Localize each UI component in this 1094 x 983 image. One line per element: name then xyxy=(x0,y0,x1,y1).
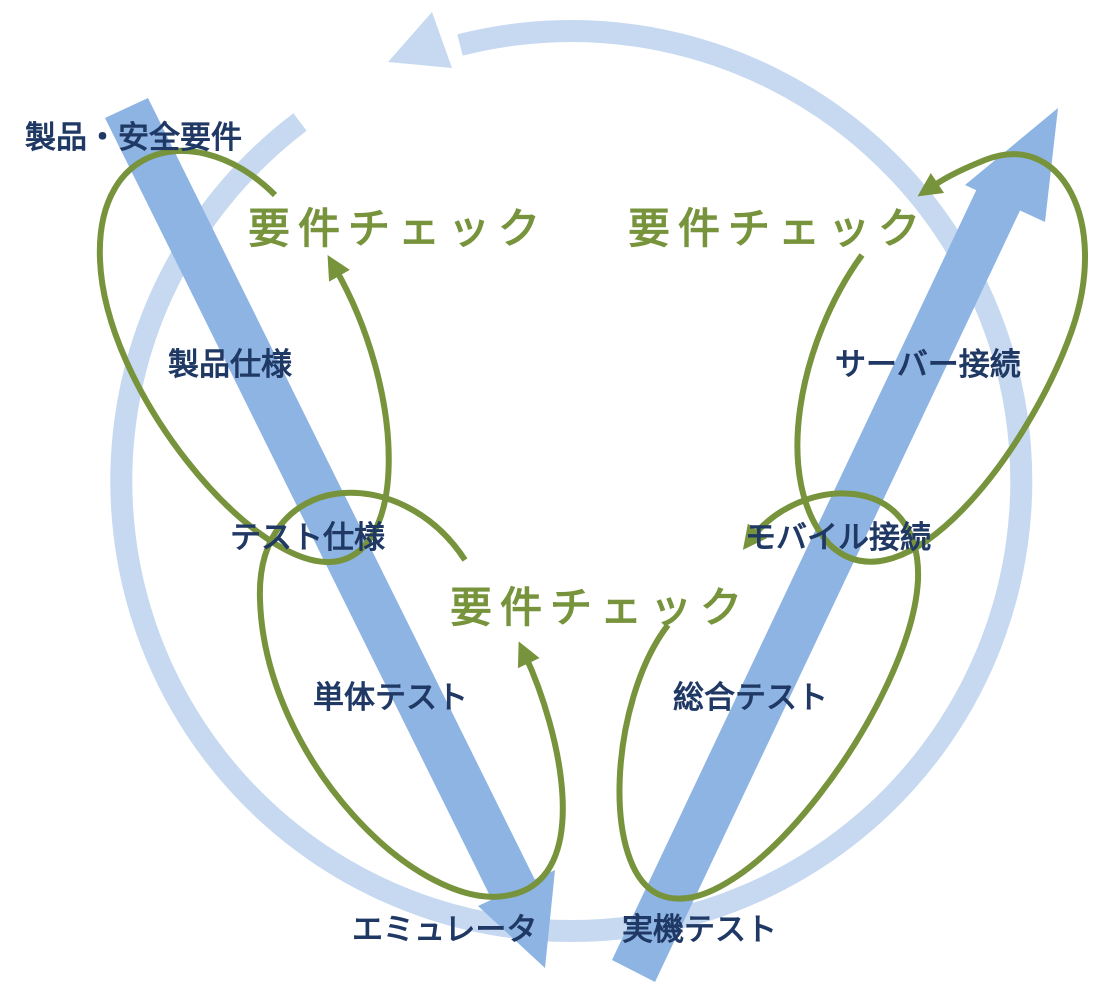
label-integration-test: 総合テスト xyxy=(673,680,828,716)
loop-requirements-bottom-left xyxy=(256,489,566,900)
requirements-check-center: 要件チェック xyxy=(450,583,750,632)
loop-requirements-top-right xyxy=(794,151,1088,565)
requirements-check-top-left: 要件チェック xyxy=(248,204,548,253)
label-product-spec: 製品仕様 xyxy=(168,347,293,383)
cycle-arrowhead xyxy=(388,12,452,68)
label-mobile-connection: モバイル接続 xyxy=(745,520,931,556)
label-emulator: エミュレータ xyxy=(352,912,537,948)
loop-requirements-bottom-right xyxy=(616,490,922,902)
label-unit-test: 単体テスト xyxy=(313,680,468,716)
loop-requirements-top-left xyxy=(96,148,392,566)
label-real-device-test: 実機テスト xyxy=(622,912,777,948)
label-test-spec: テスト仕様 xyxy=(230,520,386,556)
right-ascending-bar xyxy=(612,108,1058,982)
label-product-safety-requirements: 製品・安全要件 xyxy=(25,120,242,156)
requirements-check-top-right: 要件チェック xyxy=(628,204,928,253)
label-server-connection: サーバー接続 xyxy=(835,347,1021,383)
cycle-ring xyxy=(110,20,1033,942)
